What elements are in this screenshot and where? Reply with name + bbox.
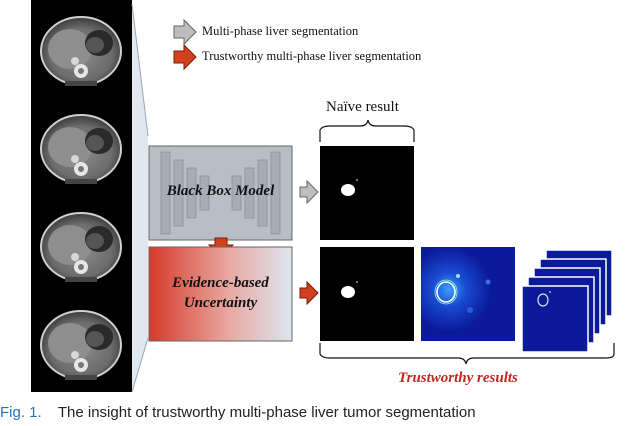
trustworthy-bracket bbox=[319, 343, 615, 365]
stack-icon bbox=[521, 249, 613, 353]
trustworthy-mask bbox=[320, 247, 414, 341]
legend-item-trustworthy: Trustworthy multi-phase liver segmentati… bbox=[202, 49, 422, 63]
figure-caption-text: The insight of trustworthy multi-phase l… bbox=[57, 404, 476, 421]
naive-bracket bbox=[319, 119, 415, 142]
ct-scan-icon bbox=[34, 100, 128, 194]
red-arrow-to-trustworthy bbox=[299, 280, 319, 306]
black-box-model-label: Black Box Model bbox=[166, 183, 275, 199]
ct-scan-icon bbox=[34, 296, 128, 390]
ct-input-column bbox=[31, 0, 132, 392]
uncertainty-label-line-2: Uncertainty bbox=[183, 295, 258, 311]
input-wedge bbox=[132, 4, 148, 392]
legend-item-segmentation: Multi-phase liver segmentation bbox=[202, 24, 359, 38]
ct-scan-icon bbox=[34, 198, 128, 292]
gray-arrow-to-naive bbox=[299, 179, 319, 205]
uncertainty-box bbox=[148, 246, 293, 342]
legend-red-arrow bbox=[173, 43, 197, 71]
naive-result-mask bbox=[320, 146, 414, 240]
black-box-model-box bbox=[148, 145, 293, 241]
figure-number: Fig. 1. bbox=[0, 404, 42, 421]
uncertainty-map-icon bbox=[421, 247, 515, 341]
uncertainty-label-line-1: Evidence-based bbox=[172, 275, 269, 291]
legend-gray-arrow bbox=[173, 18, 197, 46]
naive-result-label: Naïve result bbox=[326, 99, 399, 115]
trustworthy-results-label: Trustworthy results bbox=[398, 370, 518, 386]
ct-scan-icon bbox=[34, 2, 128, 96]
figure-caption: Fig. 1. The insight of trustworthy multi… bbox=[0, 404, 476, 421]
